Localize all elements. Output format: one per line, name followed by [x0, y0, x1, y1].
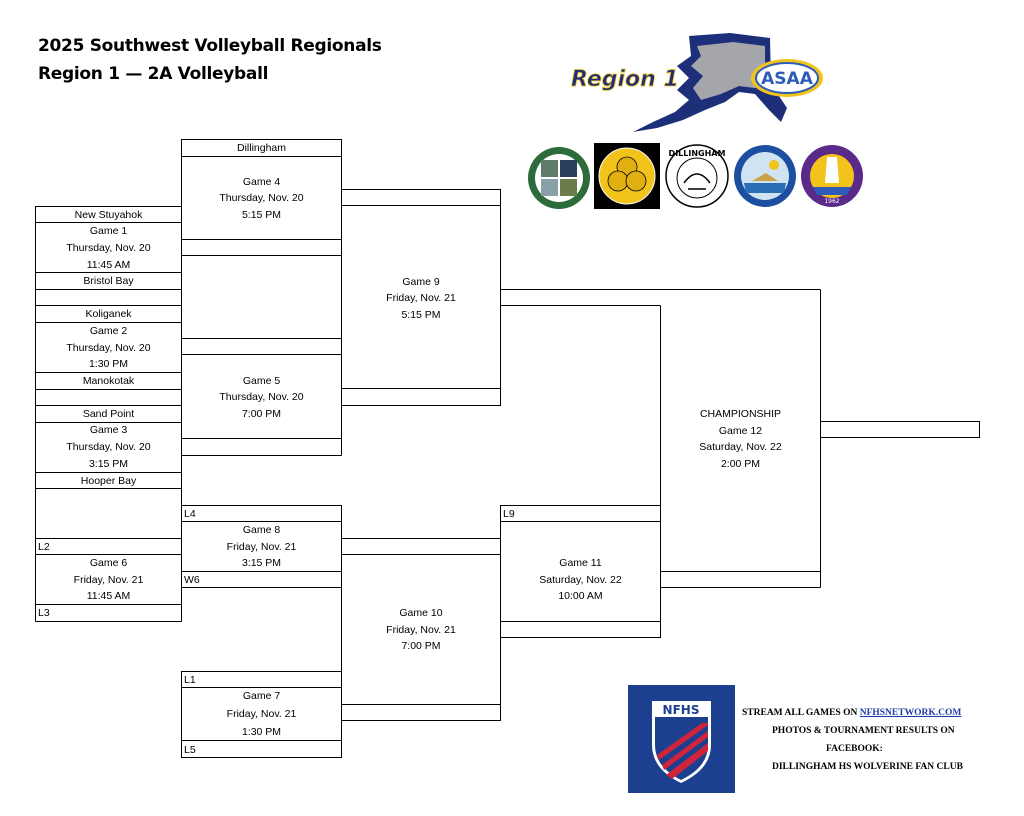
lake-and-peninsula-seal	[594, 143, 660, 209]
game-4-time: 5:15 PM	[241, 209, 282, 221]
photos-line-2: FACEBOOK:	[826, 744, 883, 754]
game-8-time: 3:15 PM	[241, 557, 282, 569]
nfhs-logo-text: NFHS	[663, 703, 700, 717]
team-slot-dillingham: Dillingham	[181, 139, 342, 157]
game-10-name: Game 10	[399, 607, 443, 619]
team-slot-sand-point: Sand Point	[35, 405, 182, 423]
school-district-seal-1	[528, 147, 590, 209]
southwest-region-school-district-seal	[734, 145, 796, 207]
slot-w6: W6	[184, 574, 200, 586]
region-1-logo-text: Region 1	[571, 67, 679, 92]
dillingham-seal-text: DILLINGHAM	[669, 149, 726, 158]
game-9-time: 5:15 PM	[401, 309, 441, 321]
game-10-time: 7:00 PM	[401, 640, 441, 652]
nfhs-network-logo: NFHS	[628, 685, 735, 793]
game-1-name: Game 1	[89, 225, 128, 237]
game-5-name: Game 5	[242, 375, 281, 387]
photos-line-1: PHOTOS & TOURNAMENT RESULTS ON	[772, 726, 955, 736]
game-1-time: 11:45 AM	[86, 259, 131, 271]
stream-line: STREAM ALL GAMES ON NFHSNETWORK.COM	[742, 708, 961, 718]
slot-l1: L1	[184, 674, 196, 686]
bristol-bay-borough-school-district-seal: 1962	[801, 145, 863, 207]
game-2-date: Thursday, Nov. 20	[66, 342, 151, 354]
game-9-name: Game 9	[402, 276, 440, 288]
team-slot-bristol-bay: Bristol Bay	[35, 272, 182, 290]
team-slot-koliganek: Koliganek	[35, 305, 182, 323]
page-title: 2025 Southwest Volleyball Regionals	[38, 36, 382, 56]
game-7-date: Friday, Nov. 21	[226, 708, 297, 720]
team-slot-new-stuyahok: New Stuyahok	[35, 206, 182, 223]
empty-slot	[35, 389, 182, 406]
game-6-time: 11:45 AM	[86, 590, 131, 602]
page-subtitle: Region 1 — 2A Volleyball	[38, 64, 269, 84]
slot-l5: L5	[184, 744, 196, 756]
game-10-date: Friday, Nov. 21	[386, 624, 456, 636]
game-1-date: Thursday, Nov. 20	[66, 242, 151, 254]
photos-line-3: DILLINGHAM HS WOLVERINE FAN CLUB	[772, 762, 963, 772]
game-11-date: Saturday, Nov. 22	[539, 574, 622, 586]
game-2-time: 1:30 PM	[88, 358, 129, 370]
slot-l9: L9	[503, 508, 515, 520]
stream-prefix: STREAM ALL GAMES ON	[742, 708, 860, 718]
nfhs-network-link[interactable]: NFHSNETWORK.COM	[859, 708, 962, 718]
team-slot-hooper-bay: Hooper Bay	[35, 472, 182, 489]
region-1-alaska-logo: Region 1 ASAA	[571, 33, 823, 132]
slot-l4: L4	[184, 508, 196, 520]
game-3-time: 3:15 PM	[88, 458, 129, 470]
game-12-name: Game 12	[718, 425, 763, 437]
game-12-time: 2:00 PM	[720, 458, 761, 470]
asaa-logo-text: ASAA	[761, 69, 814, 89]
game-12-date: Saturday, Nov. 22	[699, 441, 782, 453]
dillingham-city-school-district-seal: DILLINGHAM	[665, 144, 729, 208]
game-5-time: 7:00 PM	[241, 408, 282, 420]
game-4-date: Thursday, Nov. 20	[219, 192, 304, 204]
bristol-seal-year: 1962	[824, 198, 839, 205]
game-6-date: Friday, Nov. 21	[73, 574, 144, 586]
empty-slot	[35, 289, 182, 306]
team-slot-manokotak: Manokotak	[35, 372, 182, 390]
game-7-time: 1:30 PM	[241, 726, 282, 738]
game-9-date: Friday, Nov. 21	[386, 292, 456, 304]
game-8-date: Friday, Nov. 21	[226, 541, 297, 553]
divider	[35, 222, 182, 223]
game-6-name: Game 6	[89, 557, 128, 569]
game-3-name: Game 3	[89, 424, 128, 436]
game-11-name: Game 11	[559, 557, 602, 569]
championship-label: CHAMPIONSHIP	[699, 408, 782, 420]
game-7-name: Game 7	[242, 690, 281, 702]
game-11-time: 10:00 AM	[558, 590, 603, 602]
game-5-date: Thursday, Nov. 20	[219, 391, 304, 403]
game-3-date: Thursday, Nov. 20	[66, 441, 151, 453]
slot-l3: L3	[38, 607, 50, 619]
game-2-name: Game 2	[89, 325, 128, 337]
game-4-name: Game 4	[242, 176, 281, 188]
slot-l2: L2	[38, 541, 50, 553]
game-8-name: Game 8	[242, 524, 281, 536]
